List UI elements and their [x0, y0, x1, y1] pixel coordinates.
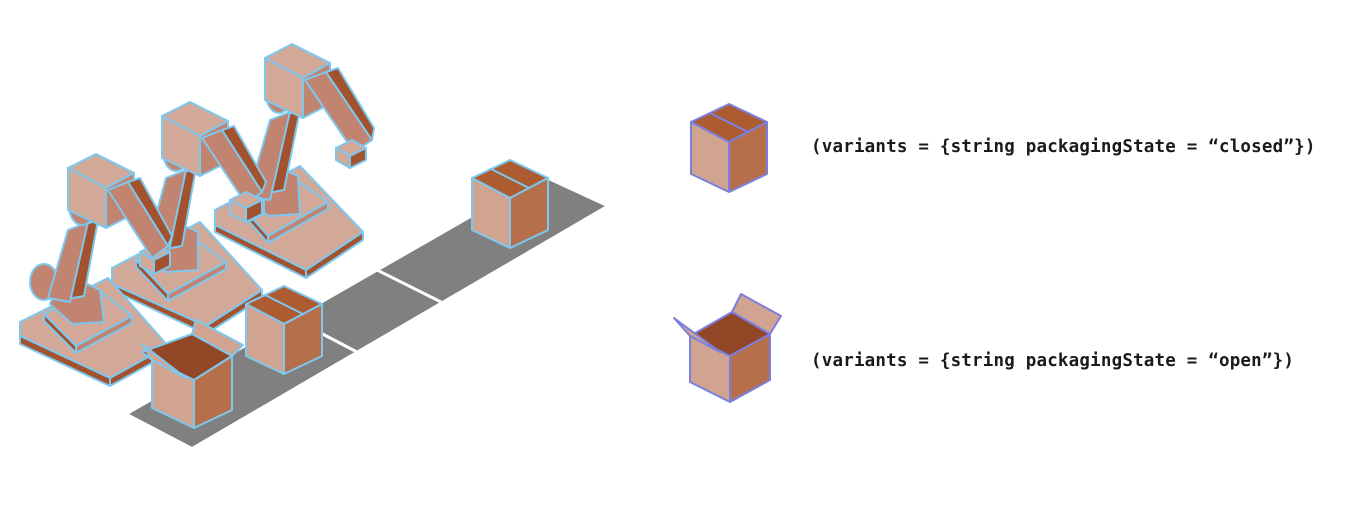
box-closed-far — [471, 159, 549, 249]
box-closed-middle — [245, 285, 323, 375]
box-open-near — [141, 319, 244, 429]
robot-arm-middle — [111, 101, 267, 335]
variant-box-open — [673, 293, 782, 403]
packaging-state-closed-label: (variants = {string packagingState = “cl… — [811, 137, 1316, 157]
packaging-state-open-label: (variants = {string packagingState = “op… — [811, 351, 1295, 371]
robot-arm-front — [19, 153, 173, 387]
variant-box-closed — [690, 103, 768, 193]
